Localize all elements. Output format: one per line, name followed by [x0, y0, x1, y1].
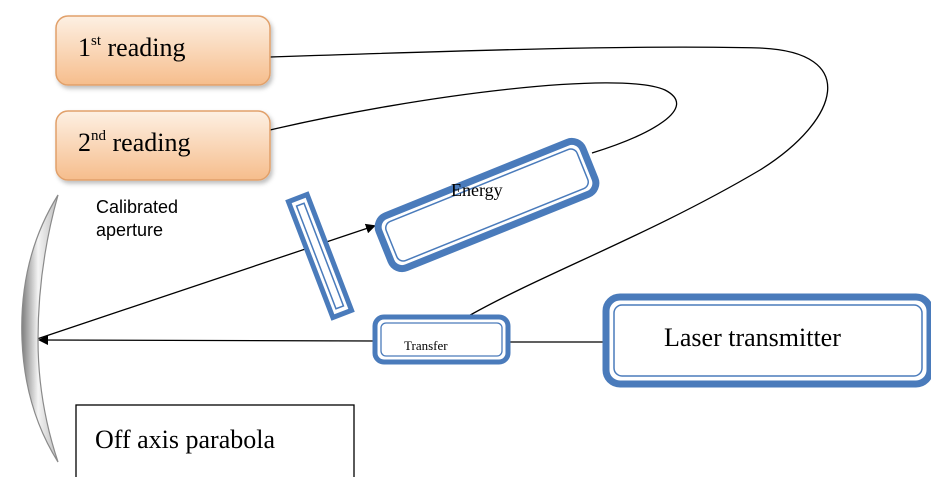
transfer-box [372, 314, 511, 365]
reading-1-label: 1st reading [78, 33, 185, 63]
reading-1-suffix: st [91, 33, 102, 49]
reading-2-number: 2 [78, 128, 91, 157]
reading-2-suffix: nd [91, 128, 106, 144]
parabola-label: Off axis parabola [95, 425, 276, 454]
parabola-mirror [21, 194, 59, 463]
calibrated-aperture [285, 191, 355, 321]
transfer-label-text: Transfer [404, 338, 448, 351]
aperture-label-line1: Calibrated [96, 197, 179, 217]
connector-reading1-transfer [269, 46, 829, 319]
beam-transfer-to-mirror [38, 335, 376, 346]
reading-2-box [55, 110, 271, 181]
connector-reading2-energy [269, 82, 678, 154]
reading-1-box [55, 15, 271, 86]
reading-2-label: 2nd reading [78, 128, 190, 158]
transfer-label: Transfer [404, 338, 448, 351]
energy-box [374, 137, 600, 273]
reading-2-text: reading [112, 128, 191, 157]
aperture-label: Calibrated aperture [96, 196, 178, 240]
parabola-label-box [75, 404, 355, 477]
energy-label: Energy [451, 180, 503, 200]
aperture-label-line2: aperture [96, 220, 164, 240]
reading-1-number: 1 [78, 33, 91, 62]
laser-transmitter-label: Laser transmitter [664, 323, 841, 352]
reading-1-text: reading [107, 33, 186, 62]
laser-transmitter-box [602, 293, 931, 388]
